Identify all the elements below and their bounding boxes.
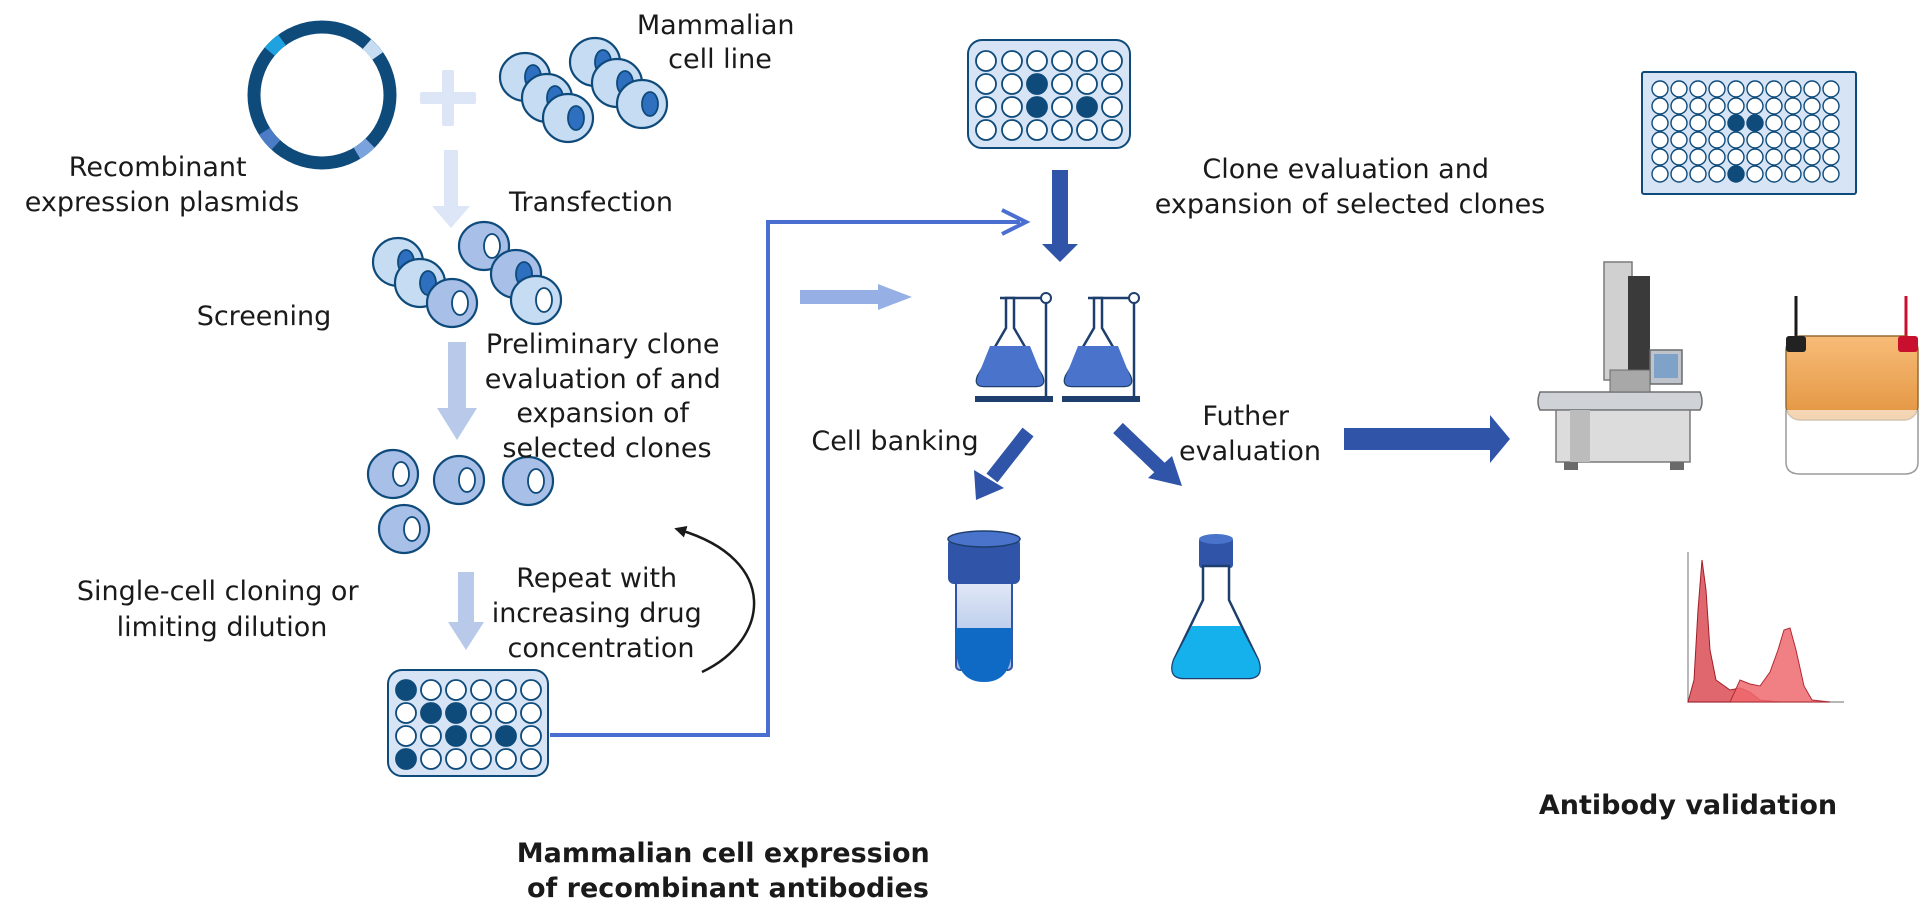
section-title-expression: Mammalian cell expression of recombinant… bbox=[517, 838, 939, 904]
culture-flasks-icon bbox=[975, 292, 1140, 402]
selected-cells-icon bbox=[366, 448, 555, 555]
label-transfection: Transfection bbox=[508, 187, 673, 218]
label-single-cell-cloning: Single-cell cloning or limiting dilution bbox=[77, 576, 367, 643]
flow-connector-arrowhead bbox=[1001, 208, 1031, 236]
plus-icon bbox=[420, 70, 476, 126]
label-recombinant-plasmids: Recombinant expression plasmids bbox=[25, 152, 299, 218]
plasmid-icon bbox=[247, 20, 397, 170]
label-further-evaluation: Futher evaluation bbox=[1179, 401, 1321, 467]
expansion-down-arrow bbox=[1042, 170, 1078, 262]
screening-arrow bbox=[437, 342, 477, 440]
electrophoresis-tank-icon bbox=[1785, 296, 1919, 475]
label-clone-evaluation: Clone evaluation and expansion of select… bbox=[1155, 154, 1546, 220]
transfection-arrow bbox=[432, 150, 470, 228]
repeat-curved-arrow bbox=[674, 525, 756, 674]
cell-banking-arrow bbox=[974, 427, 1034, 500]
culture-flask-cyan-icon bbox=[1171, 534, 1261, 680]
further-evaluation-arrow bbox=[1113, 422, 1182, 486]
well-plate-clones-icon bbox=[387, 669, 549, 777]
transfected-cells-icon bbox=[371, 220, 563, 329]
cryo-tube-icon bbox=[947, 530, 1021, 682]
section-title-validation: Antibody validation bbox=[1539, 790, 1837, 821]
flow-connector-line bbox=[550, 220, 1020, 737]
label-cell-banking: Cell banking bbox=[811, 426, 978, 457]
flow-cytometry-histogram-icon bbox=[1687, 552, 1844, 703]
validation-arrow bbox=[1344, 415, 1510, 463]
lab-instrument-icon bbox=[1537, 261, 1703, 470]
progress-arrow bbox=[800, 284, 912, 310]
label-repeat-drug: Repeat with increasing drug concentratio… bbox=[492, 563, 711, 664]
mammalian-cells-icon bbox=[498, 36, 669, 144]
well-plate-expansion-icon bbox=[967, 39, 1131, 149]
label-mammalian-cell-line: Mammalian cell line bbox=[637, 10, 803, 75]
label-preliminary-clone: Preliminary clone evaluation of and expa… bbox=[485, 329, 730, 464]
cloning-arrow bbox=[448, 572, 484, 650]
label-screening: Screening bbox=[197, 301, 332, 332]
well-plate-validation-icon bbox=[1641, 71, 1857, 195]
